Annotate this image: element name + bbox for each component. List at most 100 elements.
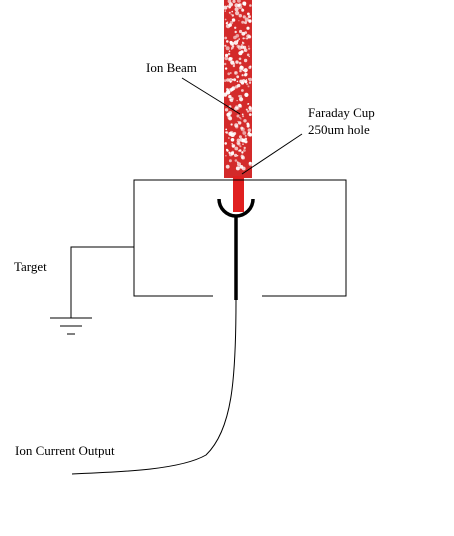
beam-speckle-dot — [249, 65, 252, 68]
beam-speckle-dot — [225, 131, 227, 133]
beam-speckle-dot — [226, 90, 230, 95]
beam-speckle-dot — [231, 144, 236, 148]
beam-speckle-dot — [236, 75, 240, 79]
beam-speckle-dot — [248, 81, 252, 84]
beam-speckle-dot — [243, 149, 246, 152]
beam-speckle-dot — [248, 77, 253, 82]
beam-speckle-dot — [235, 125, 239, 129]
beam-speckle-dot — [248, 55, 250, 58]
beam-speckle-dot — [245, 108, 248, 111]
faraday-cup-pointer — [241, 133, 303, 175]
beam-speckle-dot — [234, 30, 237, 34]
beam-speckle-dot — [247, 85, 250, 88]
beam-speckle-dot — [240, 65, 243, 69]
beam-speckle-dot — [242, 115, 245, 118]
beam-speckle-dot — [239, 97, 244, 102]
beam-speckle-dot — [238, 57, 242, 61]
beam-speckle-dot — [246, 26, 250, 30]
beam-speckle-dot — [243, 146, 246, 150]
beam-speckle-dot — [244, 37, 246, 40]
beam-speckle-dot — [244, 140, 248, 144]
beam-speckle-dot — [241, 8, 244, 10]
faraday-cup-label: Faraday Cup — [308, 105, 375, 120]
beam-speckle-dot — [234, 7, 239, 12]
beam-speckle-dot — [233, 132, 237, 135]
beam-speckle-dot — [246, 53, 250, 57]
beam-speckle-dot — [246, 110, 250, 113]
beam-speckle-dot — [224, 62, 227, 66]
beam-speckle-dot — [234, 159, 238, 162]
beam-speckle-dot — [247, 128, 252, 132]
beam-speckle-dot — [237, 0, 241, 3]
beam-speckle-dot — [227, 52, 231, 56]
beam-speckle-dot — [228, 88, 233, 93]
beam-speckle-dot — [249, 105, 251, 108]
beam-speckle-dot — [229, 130, 234, 135]
faraday-cup-hole-label: 250um hole — [308, 122, 370, 137]
beam-speckle-dot — [236, 141, 240, 145]
beam-speckle-dot — [236, 155, 239, 157]
beam-speckle-dot — [224, 44, 227, 47]
beam-speckle-dot — [232, 64, 236, 68]
beam-speckle-dot — [238, 103, 242, 108]
beam-speckle-dot — [248, 35, 252, 39]
beam-speckle-dot — [233, 40, 239, 45]
beam-speckle-dot — [231, 150, 235, 154]
beam-speckle-dot — [235, 166, 240, 171]
beam-speckle-dot — [224, 18, 227, 21]
ion-beam-entry — [233, 176, 244, 212]
beam-speckle-dot — [244, 137, 248, 141]
ion-current-output-label: Ion Current Output — [15, 443, 115, 458]
beam-speckle-dot — [235, 11, 240, 16]
beam-speckle-dot — [248, 161, 252, 165]
beam-speckle-dot — [240, 126, 244, 130]
beam-speckle-dot — [224, 56, 229, 61]
beam-speckle-dot — [237, 45, 242, 50]
beam-speckle-dot — [246, 124, 250, 128]
beam-speckle-dot — [228, 2, 233, 7]
beam-speckle-dot — [236, 100, 238, 102]
beam-speckle-dot — [239, 69, 242, 73]
beam-speckle-dot — [239, 29, 243, 34]
beam-speckle-dot — [238, 135, 242, 139]
beam-speckle-dot — [228, 57, 232, 61]
beam-speckle-dot — [244, 17, 249, 22]
beam-speckle-dot — [238, 4, 243, 9]
beam-speckle-dot — [247, 103, 250, 105]
ion-beam-pointer — [181, 77, 241, 115]
beam-speckle-dot — [228, 137, 230, 139]
beam-speckle-dot — [232, 0, 236, 3]
beam-speckle-dot — [237, 83, 241, 88]
beam-speckle-dot — [246, 37, 248, 40]
beam-speckle-dot — [242, 143, 244, 145]
beam-speckle-dot — [238, 121, 242, 125]
beam-speckle-dot — [233, 63, 236, 65]
ion-beam — [223, 0, 253, 212]
beam-speckle-dot — [231, 86, 236, 91]
beam-speckle-dot — [238, 3, 241, 6]
beam-speckle-dot — [244, 92, 249, 97]
beam-speckle-dot — [224, 36, 228, 40]
beam-speckle-dot — [242, 41, 244, 43]
beam-speckle-dot — [239, 79, 243, 84]
beam-speckle-dot — [229, 72, 232, 74]
beam-speckle-dot — [241, 113, 244, 116]
beam-speckle-dot — [238, 51, 243, 56]
beam-speckle-dot — [238, 61, 242, 65]
beam-speckle-dot — [236, 114, 240, 118]
beam-speckle-dot — [227, 115, 232, 120]
beam-speckle-dot — [241, 74, 244, 77]
beam-speckle-dot — [228, 6, 231, 9]
beam-speckle-dot — [231, 10, 233, 13]
beam-speckle-dot — [244, 21, 247, 25]
beam-speckle-dot — [238, 20, 240, 22]
beam-speckle-dot — [236, 80, 239, 83]
beam-speckle-dot — [242, 131, 247, 135]
beam-speckle-dot — [234, 26, 237, 29]
ion-beam-speckle — [223, 0, 253, 171]
beam-speckle-dot — [248, 47, 251, 50]
beam-speckle-dot — [228, 78, 233, 83]
beam-speckle-dot — [227, 0, 232, 3]
beam-speckle-dot — [241, 89, 244, 92]
beam-speckle-dot — [228, 159, 232, 163]
